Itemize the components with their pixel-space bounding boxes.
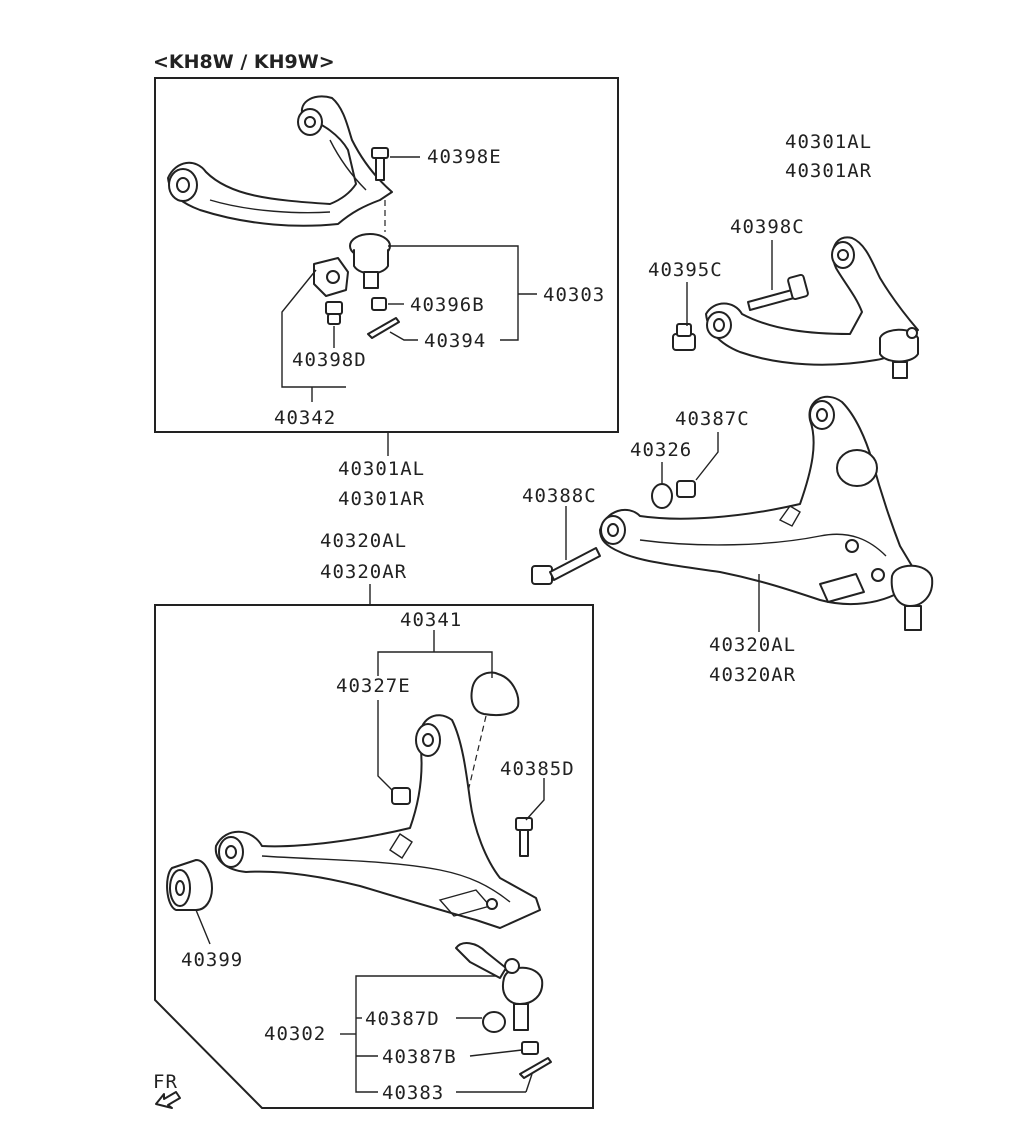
label-40342: 40342: [274, 407, 336, 429]
nut-40387b: [521, 1041, 539, 1055]
ball-joint-40303: [349, 233, 391, 289]
upper-arm-detail-box: 40398E 40303 40396B 40394 40398D 40342: [154, 77, 619, 433]
label-40301al-mid: 40301AL: [338, 458, 425, 480]
lower-control-arm: [214, 714, 541, 929]
label-40398d: 40398D: [292, 349, 367, 371]
label-40320al-right: 40320AL: [709, 634, 796, 656]
cam-washer-40326: [651, 483, 673, 509]
bolt-40398c: [747, 273, 809, 311]
label-40387d: 40387D: [365, 1008, 440, 1030]
cotter-pin-40383: [519, 1057, 552, 1079]
label-40387b: 40387B: [382, 1046, 457, 1068]
label-40385d: 40385D: [500, 758, 575, 780]
nut-40327e: [391, 787, 411, 805]
label-40301ar-mid: 40301AR: [338, 488, 425, 510]
label-40326: 40326: [630, 439, 692, 461]
upper-control-arm: [167, 95, 393, 227]
label-40320ar-mid: 40320AR: [320, 561, 407, 583]
label-40341: 40341: [400, 609, 462, 631]
label-40303: 40303: [543, 284, 605, 306]
upper-arm-assembly: [705, 236, 919, 379]
label-40398c: 40398C: [730, 216, 805, 238]
label-40320al-mid: 40320AL: [320, 530, 407, 552]
bolt-40398e: [371, 147, 389, 181]
label-40383: 40383: [382, 1082, 444, 1104]
cotter-pin-40394: [367, 317, 400, 339]
nut-40395c: [672, 323, 696, 351]
label-40399: 40399: [181, 949, 243, 971]
nut-40396b: [371, 297, 387, 311]
label-40327e: 40327E: [336, 675, 411, 697]
label-40320ar-right: 40320AR: [709, 664, 796, 686]
label-40395c: 40395C: [648, 259, 723, 281]
label-40388c: 40388C: [522, 485, 597, 507]
nut-40387d: [482, 1011, 506, 1033]
label-40302: 40302: [264, 1023, 326, 1045]
label-40301al-right: 40301AL: [785, 131, 872, 153]
nut-40398d: [325, 301, 343, 325]
nut-40387c: [676, 480, 696, 498]
bolt-40385d: [515, 817, 533, 857]
model-title: <KH8W / KH9W>: [153, 51, 335, 73]
lower-arm-detail-box: 40341 40327E 40385D 40399 40302 40387D 4…: [154, 604, 594, 1109]
bushing-40399: [166, 859, 213, 911]
plate-40342: [313, 257, 349, 297]
label-40398e: 40398E: [427, 146, 502, 168]
lower-ball-joint-right: [890, 564, 934, 607]
label-40396b: 40396B: [410, 294, 485, 316]
front-arrow-icon: [155, 1091, 181, 1109]
bolt-40388c: [531, 547, 601, 585]
dust-boot-40341: [470, 671, 520, 716]
label-40387c: 40387C: [675, 408, 750, 430]
label-fr: FR: [153, 1071, 178, 1093]
lower-arm-assembly: [599, 395, 934, 631]
ball-joint-40302: [455, 942, 544, 1031]
label-40301ar-right: 40301AR: [785, 160, 872, 182]
label-40394: 40394: [424, 330, 486, 352]
front-direction-indicator: FR: [153, 1071, 181, 1109]
